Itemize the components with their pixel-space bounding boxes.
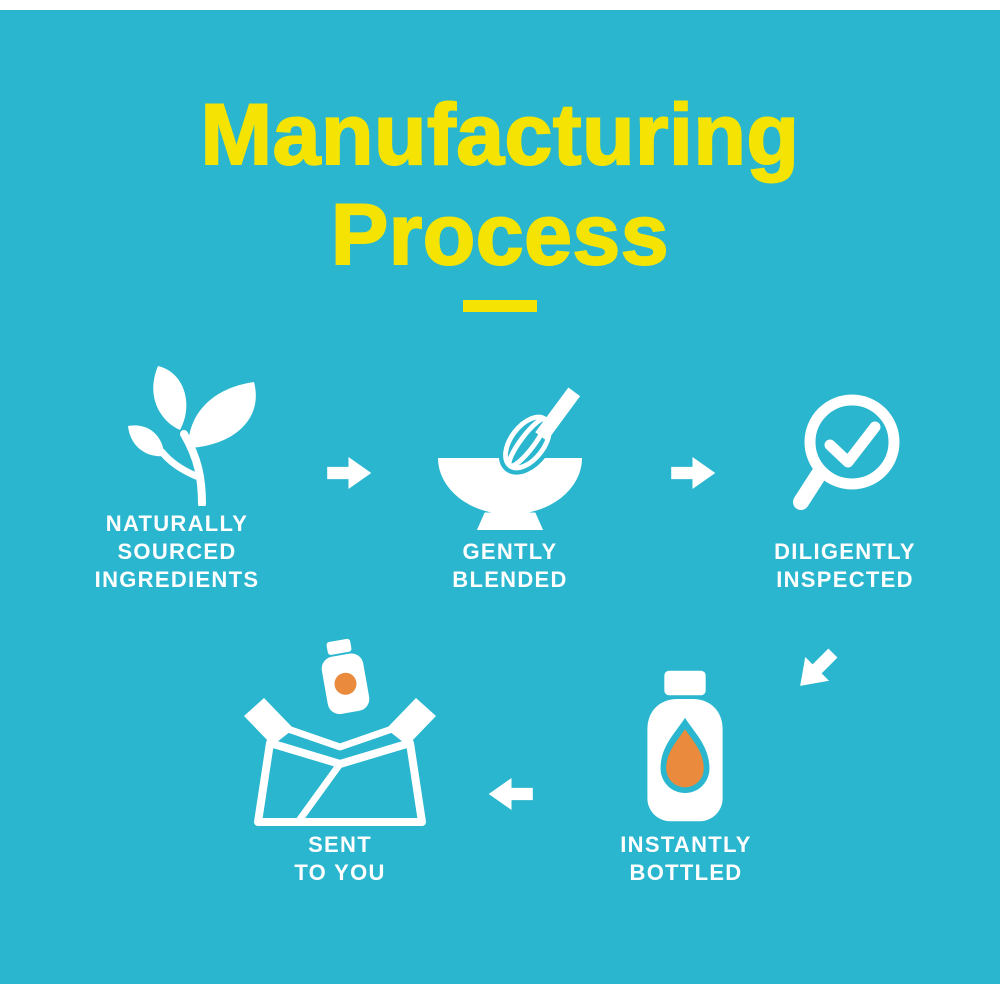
- step-label-sent-to-you: SENT TO YOU: [294, 832, 386, 885]
- arrow-right-icon: [671, 454, 717, 492]
- step-label-gently-blended: GENTLY BLENDED: [452, 539, 568, 592]
- step-label-instantly-bottled: INSTANTLY BOTTLED: [620, 832, 752, 885]
- arrow-right-icon: [327, 454, 373, 492]
- step-label-diligently-inspected: DILIGENTLY INSPECTED: [774, 539, 916, 592]
- box-icon: [238, 636, 442, 832]
- small-bottle-icon: [321, 638, 370, 715]
- bowl-whisk-icon: [430, 386, 590, 532]
- step-label-naturally-sourced: NATURALLY SOURCED INGREDIENTS: [94, 511, 260, 592]
- bottle-icon: [638, 670, 732, 822]
- magnifier-check-icon: [786, 393, 908, 525]
- arrow-down-left-icon: [785, 639, 847, 701]
- page-title-line-2: Process: [330, 186, 670, 284]
- page-title-line-1: Manufacturing: [200, 86, 800, 184]
- arrow-left-icon: [487, 775, 533, 813]
- title-underline-dash: [463, 300, 537, 312]
- leaf-icon: [118, 360, 270, 506]
